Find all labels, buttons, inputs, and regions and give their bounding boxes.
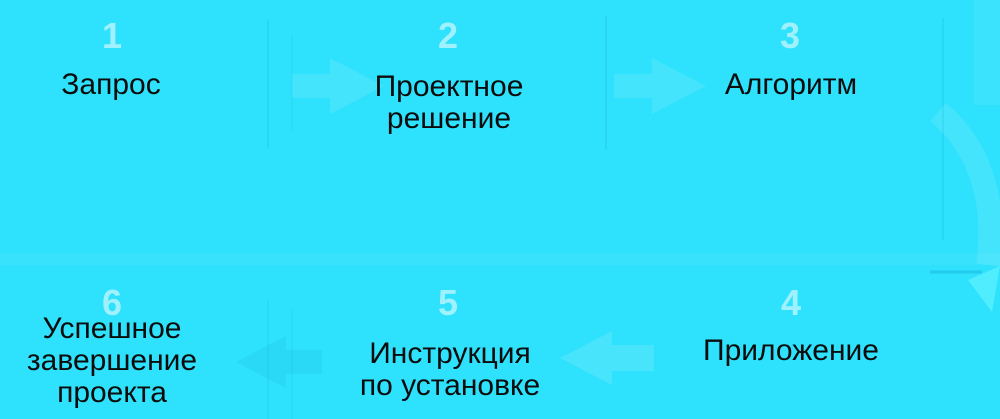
flow-arrow-1-2-icon: [292, 58, 384, 114]
step-5-label: Инструкция по установке: [359, 337, 541, 402]
step-1-number: 1: [101, 15, 123, 56]
step-3-number: 3: [779, 15, 801, 56]
step-2-label: Проектное решение: [374, 70, 524, 135]
step-6-label: Успешное завершение проекта: [26, 312, 198, 409]
step-4-number: 4: [780, 282, 802, 323]
edge-highlight: [974, 0, 1000, 105]
flow-arrow-3-4-head-icon: [968, 266, 1000, 312]
step-3-label: Алгоритм: [724, 68, 858, 101]
flow-arrow-5-4-icon: [560, 331, 654, 385]
flow-arrow-2-3-icon: [614, 58, 706, 114]
row-divider: [0, 253, 1000, 265]
step-5-number: 5: [437, 282, 459, 323]
step-2-number: 2: [437, 15, 459, 56]
flow-arrow-3-4-icon: [930, 102, 1000, 267]
step-6-number: 6: [101, 282, 123, 323]
flow-arrow-6-5-icon: [236, 336, 322, 388]
step-4-label: Приложение: [703, 334, 879, 367]
step-1-label: Запрос: [61, 68, 161, 101]
